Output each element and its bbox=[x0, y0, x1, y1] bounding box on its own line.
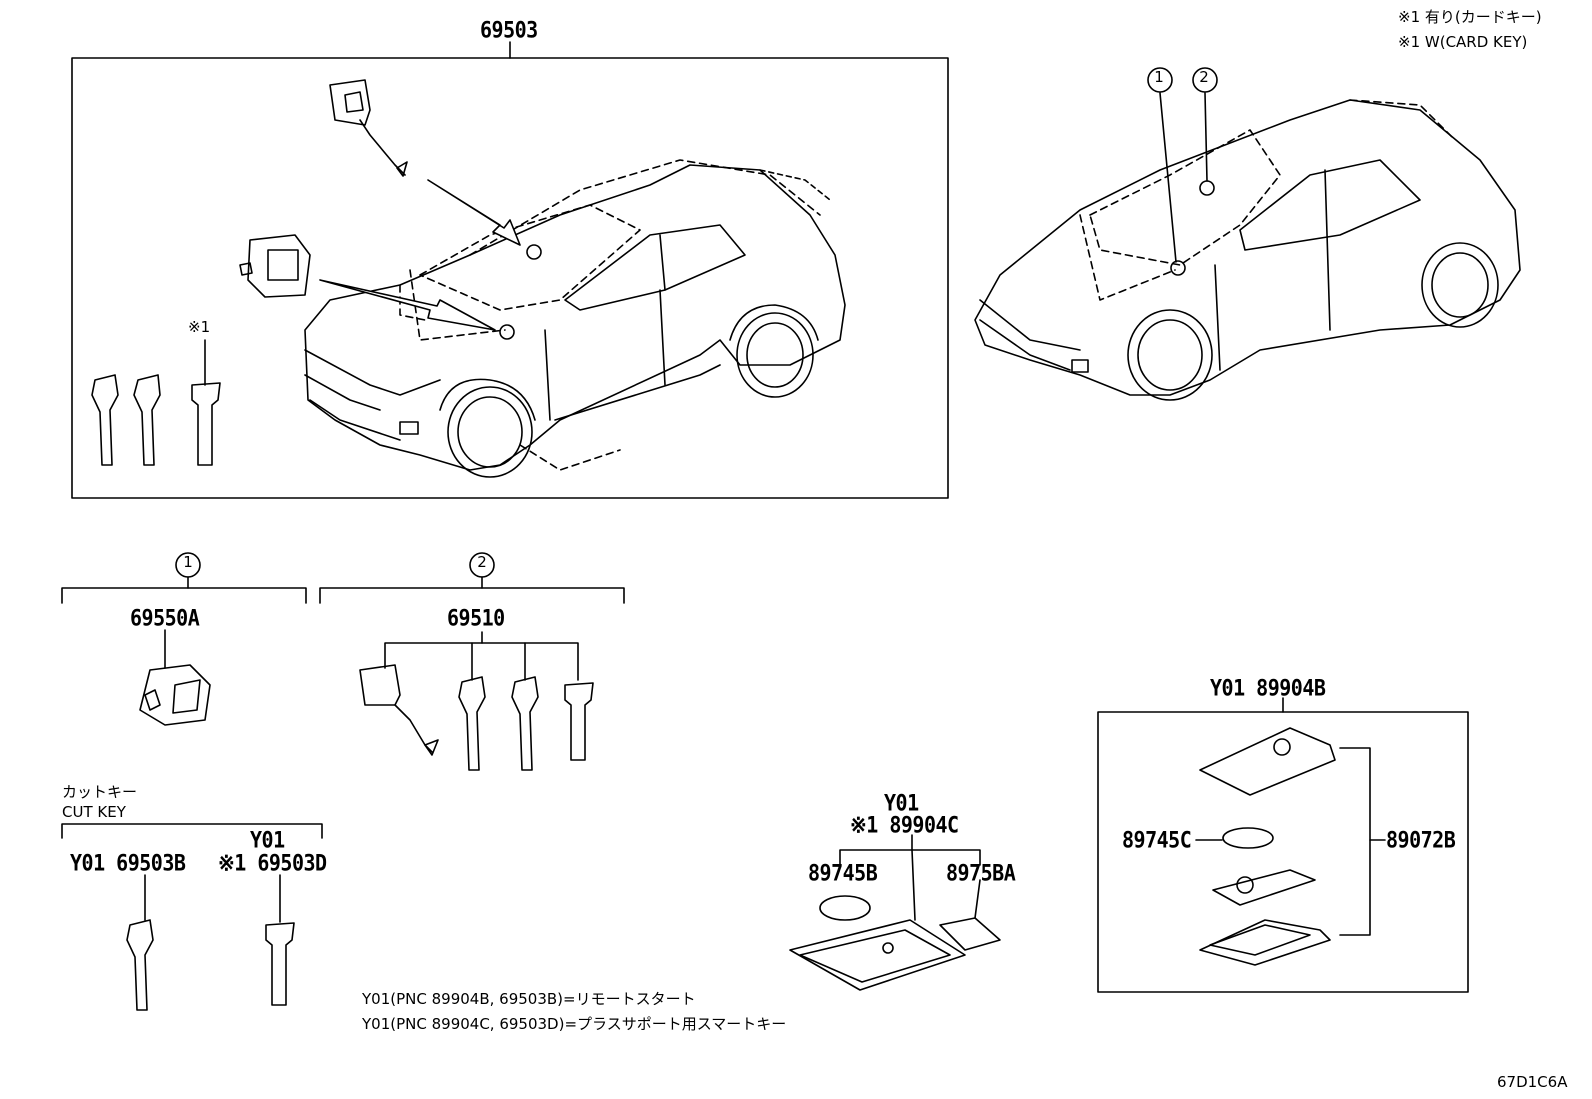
part-label-69503: 69503 bbox=[480, 16, 538, 44]
part-label-69550A: 69550A bbox=[130, 604, 200, 632]
part-69510-set bbox=[359, 664, 594, 771]
card-key-group bbox=[789, 834, 1001, 991]
cut-key-en-label: CUT KEY bbox=[62, 803, 126, 821]
part-keys-left bbox=[91, 339, 221, 466]
bracket-group-2 bbox=[319, 552, 625, 681]
part-label-89745C: 89745C bbox=[1122, 826, 1192, 854]
part-label-69510: 69510 bbox=[447, 604, 505, 632]
part-cylinder-housing bbox=[239, 234, 311, 298]
part-label-89904B: Y01 89904B bbox=[1210, 674, 1326, 702]
part-69550A bbox=[139, 664, 211, 726]
vehicle-illustration-left bbox=[304, 159, 846, 478]
part-cylinder-key bbox=[329, 79, 408, 177]
part-label-69503D: ※1 69503D bbox=[218, 849, 327, 877]
legend-line-1: ※1 有り(カードキー) bbox=[1398, 8, 1542, 26]
footnote-line-2: Y01(PNC 89904C, 69503D)=プラスサポート用スマートキー bbox=[362, 1015, 787, 1033]
part-label-89745B: 89745B bbox=[808, 859, 878, 887]
ref-circle-1: 1 bbox=[1154, 68, 1164, 86]
part-label-89904C-prefix: Y01 bbox=[884, 789, 919, 817]
part-label-89904C: ※1 89904C bbox=[850, 811, 959, 839]
legend-line-2: ※1 W(CARD KEY) bbox=[1398, 33, 1528, 51]
part-label-69503D-prefix: Y01 bbox=[250, 826, 285, 854]
figure-code: 67D1C6A bbox=[1497, 1073, 1568, 1091]
vehicle-illustration-right bbox=[974, 67, 1521, 401]
part-label-89072B: 89072B bbox=[1386, 826, 1456, 854]
group-circle-2: 2 bbox=[477, 553, 487, 571]
footnote-line-1: Y01(PNC 89904B, 69503B)=リモートスタート bbox=[362, 990, 696, 1008]
ref-circle-2: 2 bbox=[1199, 68, 1209, 86]
part-label-69503B: Y01 69503B bbox=[70, 849, 186, 877]
smart-key-frame bbox=[1097, 697, 1469, 993]
part-label-8975BA: 8975BA bbox=[946, 859, 1016, 887]
group-circle-1: 1 bbox=[183, 553, 193, 571]
note-mark-label: ※1 bbox=[188, 318, 211, 336]
cut-key-jp-label: カットキー bbox=[62, 783, 138, 801]
bracket-group-1 bbox=[61, 552, 307, 669]
bracket-cut-key bbox=[61, 823, 323, 1011]
assembly-69503-frame bbox=[71, 41, 949, 499]
